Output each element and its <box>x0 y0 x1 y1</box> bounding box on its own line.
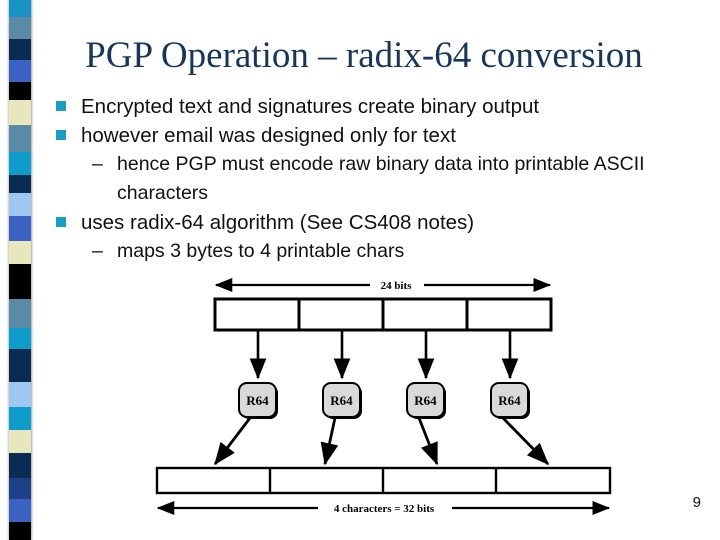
strip-chip-5 <box>9 100 31 126</box>
bullet-square-icon <box>56 130 66 140</box>
strip-chip-22 <box>9 522 31 540</box>
strip-chip-3 <box>9 59 31 82</box>
bullet-item: uses radix-64 algorithm (See CS408 notes… <box>56 208 666 237</box>
encode-arrows <box>249 330 519 380</box>
strip-chip-18 <box>9 429 31 454</box>
r64-encoder-box: R64 <box>322 382 362 419</box>
strip-chip-16 <box>9 381 31 407</box>
page-title: PGP Operation – radix-64 conversion <box>85 35 643 76</box>
bullet-square-icon <box>56 101 66 111</box>
bullet-text: hence PGP must encode raw binary data in… <box>117 153 645 204</box>
output-char-bar <box>155 466 612 495</box>
strip-chip-2 <box>9 38 31 60</box>
strip-chip-7 <box>9 152 31 176</box>
strip-chip-19 <box>9 453 31 479</box>
bullet-list: Encrypted text and signatures create bin… <box>56 92 666 266</box>
strip-chip-13 <box>9 298 31 328</box>
top-dimension-label: 24 bits <box>381 280 413 292</box>
radix64-conversion-diagram: 24 bits R64 R64 <box>0 270 720 520</box>
slide-edge-strip-chips <box>9 0 31 540</box>
bullet-text: maps 3 bytes to 4 printable chars <box>117 240 405 262</box>
strip-chip-14 <box>9 327 31 349</box>
output-arrows <box>213 417 550 466</box>
r64-encoder-label: R64 <box>330 393 353 408</box>
r64-encoder-box: R64 <box>490 382 530 419</box>
bullet-item: –hence PGP must encode raw binary data i… <box>92 150 666 208</box>
strip-chip-6 <box>9 125 31 153</box>
bottom-dimension-arrow: 4 characters = 32 bits <box>156 500 611 516</box>
strip-chip-20 <box>9 478 31 500</box>
top-dimension-arrow: 24 bits <box>214 277 552 293</box>
strip-chip-10 <box>9 215 31 241</box>
r64-encoder-box: R64 <box>238 382 278 419</box>
bullet-dash-icon: – <box>92 240 103 262</box>
bullet-text: however email was designed only for text <box>81 124 456 147</box>
r64-encoder-label: R64 <box>498 393 521 408</box>
input-bit-bar <box>213 297 553 332</box>
r64-encoder-label: R64 <box>414 393 437 408</box>
strip-chip-11 <box>9 240 31 265</box>
strip-chip-8 <box>9 175 31 193</box>
bullet-item: –maps 3 bytes to 4 printable chars <box>92 237 666 266</box>
bottom-dimension-label: 4 characters = 32 bits <box>334 503 435 515</box>
bullet-dash-icon: – <box>92 153 103 175</box>
bullet-item: however email was designed only for text <box>56 121 666 150</box>
bullet-square-icon <box>56 217 66 227</box>
strip-chip-15 <box>9 348 31 382</box>
r64-encoder-box: R64 <box>406 382 446 419</box>
strip-chip-0 <box>9 0 31 18</box>
strip-chip-4 <box>9 81 31 101</box>
bullet-text: uses radix-64 algorithm (See CS408 notes… <box>81 211 475 234</box>
r64-encoder-group: R64 R64 R64 R64 <box>238 382 530 419</box>
strip-chip-12 <box>9 264 31 299</box>
strip-chip-1 <box>9 17 31 39</box>
strip-chip-21 <box>9 499 31 523</box>
page-number: 9 <box>692 494 701 511</box>
strip-chip-9 <box>9 192 31 216</box>
strip-chip-17 <box>9 406 31 430</box>
bullet-text: Encrypted text and signatures create bin… <box>81 95 540 118</box>
slide-edge-strip <box>0 0 38 540</box>
bullet-item: Encrypted text and signatures create bin… <box>56 92 666 121</box>
r64-encoder-label: R64 <box>246 393 269 408</box>
